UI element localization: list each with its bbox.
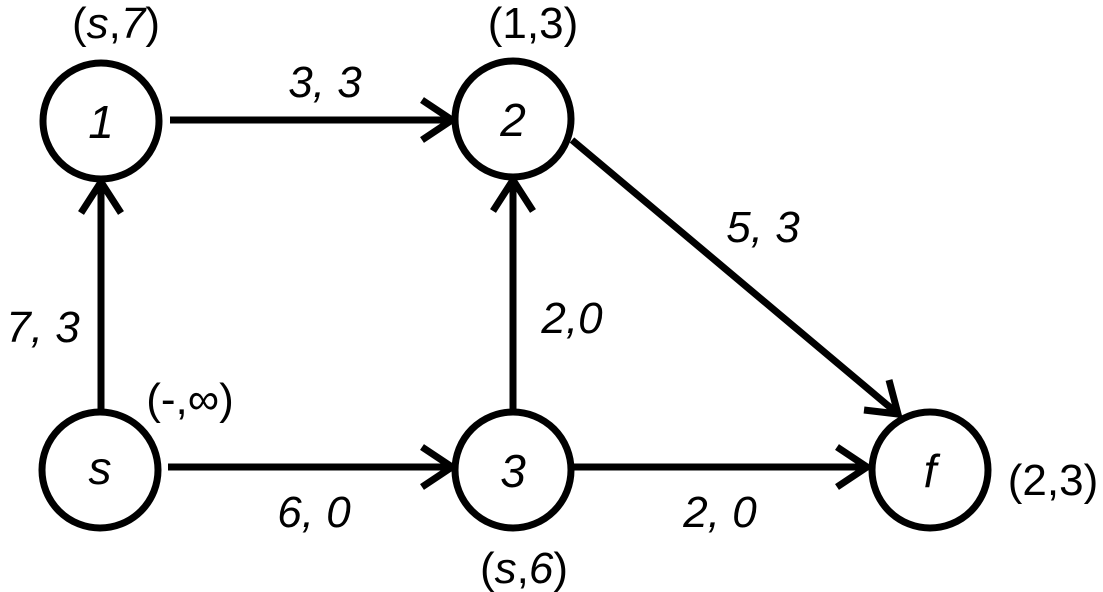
mark-close: ) bbox=[145, 0, 160, 48]
node-f-mark: (2,3) bbox=[1008, 456, 1098, 505]
edge-3-2-label: 2,0 bbox=[540, 294, 603, 343]
edge-1-2-label: 3, 3 bbox=[288, 58, 362, 107]
node-2: 2 bbox=[451, 57, 575, 181]
node-1-mark: (s,7) bbox=[72, 0, 160, 48]
edge-s-3-label: 6, 0 bbox=[277, 488, 351, 537]
mark-sep: , bbox=[109, 0, 121, 48]
mark-close: ) bbox=[553, 544, 568, 592]
edge-s-to-1 bbox=[78, 175, 124, 410]
node-label: 2 bbox=[499, 94, 526, 146]
mark-pred: s bbox=[495, 544, 517, 592]
node-label: 3 bbox=[500, 445, 526, 497]
node-f: f bbox=[868, 408, 992, 532]
node-2-mark: (1,3) bbox=[488, 0, 578, 48]
edge-2-f-label: 5, 3 bbox=[726, 203, 800, 252]
edge-2-to-f bbox=[569, 137, 903, 419]
node-label: f bbox=[924, 445, 941, 497]
node-s-mark: (-,∞) bbox=[146, 375, 234, 424]
edge-s-to-3 bbox=[168, 444, 459, 490]
edge-3-to-2 bbox=[490, 173, 536, 410]
node-label: 1 bbox=[88, 96, 114, 148]
edge-3-to-f bbox=[574, 444, 874, 490]
mark-value: 7 bbox=[121, 0, 147, 48]
node-s: s bbox=[38, 408, 162, 532]
mark-open: ( bbox=[72, 0, 87, 48]
mark-open: ( bbox=[480, 544, 495, 592]
node-3: 3 bbox=[451, 408, 575, 532]
arrow-head bbox=[863, 379, 903, 419]
node-label: s bbox=[89, 442, 112, 494]
node-3-mark: (s,6) bbox=[480, 544, 568, 592]
edge-3-f-label: 2, 0 bbox=[682, 488, 757, 537]
node-1: 1 bbox=[39, 59, 163, 183]
edge-s-1-label: 7, 3 bbox=[6, 303, 80, 352]
mark-sep: , bbox=[517, 544, 529, 592]
mark-pred: s bbox=[87, 0, 109, 48]
mark-value: 6 bbox=[529, 544, 554, 592]
arrow-head bbox=[835, 444, 874, 490]
